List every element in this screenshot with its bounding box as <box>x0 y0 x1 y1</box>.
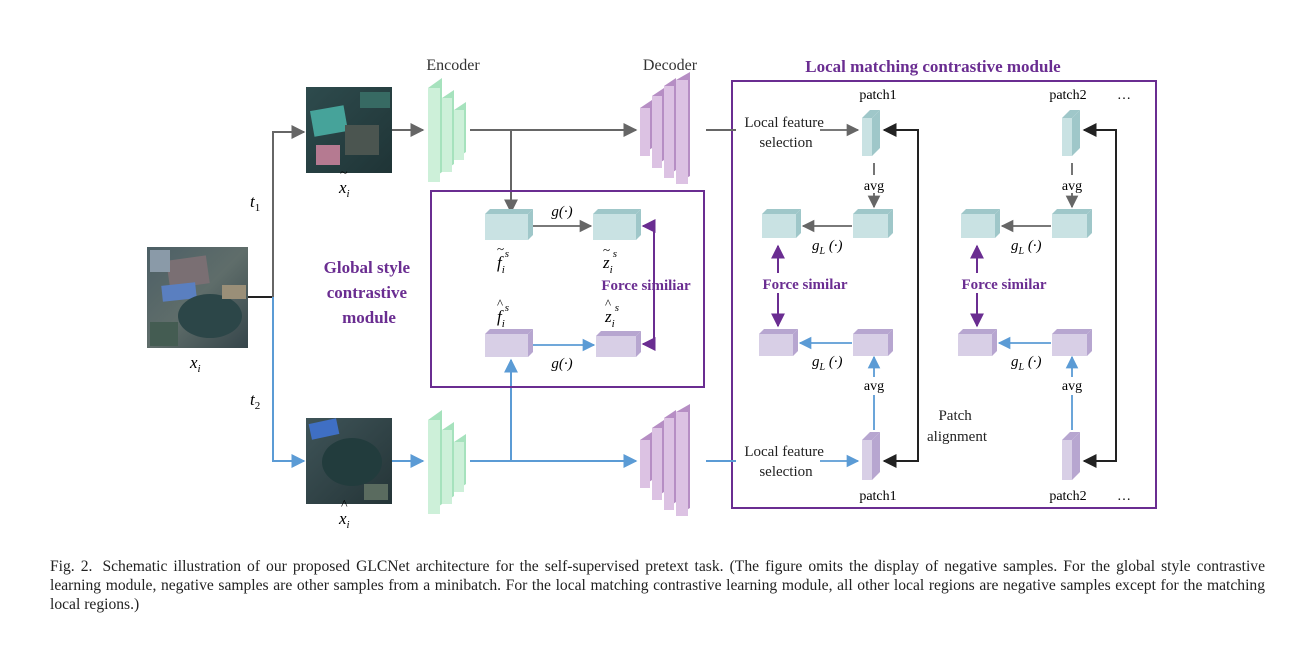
patch1-top <box>862 110 880 156</box>
local-module-title: Local matching contrastive module <box>805 57 1061 76</box>
g-label-bottom: g(·) <box>551 356 572 372</box>
x-tilde-accent: ~ <box>340 166 348 181</box>
avg-block-p1-bottom <box>853 329 893 356</box>
caption-text: Schematic illustration of our proposed G… <box>50 558 1265 613</box>
z-tilde-accent: ~ <box>603 242 610 257</box>
global-module-box <box>430 190 705 388</box>
encoder-label: Encoder <box>426 57 480 74</box>
f-hat-label: fis <box>497 302 509 330</box>
patch-alignment-label: Patch alignment <box>927 408 988 445</box>
local-feature-selection-top: Local feature selection <box>744 115 827 151</box>
avg-p1-bottom: avg <box>864 379 884 394</box>
input-branch-lines <box>248 125 306 468</box>
ellipsis-bottom: … <box>1117 489 1131 504</box>
z-tilde-label: zis <box>602 248 617 276</box>
gl-label-p1-bottom: gL (·) <box>812 354 843 373</box>
force-similar-label-p1: Force similar <box>762 277 847 293</box>
input-image <box>147 247 248 348</box>
avg-block-p1-top <box>853 209 893 238</box>
encoder-bottom <box>428 410 466 514</box>
t1-label: t1 <box>250 192 260 214</box>
patch-alignment-bracket-p1 <box>882 123 919 468</box>
z-hat-block <box>596 331 641 357</box>
z-tilde-block <box>593 209 641 240</box>
force-similar-bracket-global <box>641 219 656 351</box>
f-hat-accent: ^ <box>497 296 503 311</box>
ellipsis-top: … <box>1117 88 1131 103</box>
patch2-label-top: patch2 <box>1049 88 1086 103</box>
x-hat-accent: ^ <box>341 498 348 513</box>
encoder-top <box>428 78 466 182</box>
decoder-bottom <box>640 404 690 516</box>
gl-label-p2-top: gL (·) <box>1011 238 1042 257</box>
avg-p1-top: avg <box>864 179 884 194</box>
f-tilde-block <box>485 209 533 240</box>
patch-alignment-bracket-p2 <box>1082 123 1117 468</box>
gl-label-p1-top: gL (·) <box>812 238 843 257</box>
patch1-label-top: patch1 <box>859 88 896 103</box>
gl-label-p2-bottom: gL (·) <box>1011 354 1042 373</box>
patch1-bottom <box>862 432 880 480</box>
augmented-image-hat <box>306 418 392 504</box>
f-tilde-accent: ~ <box>497 241 504 256</box>
decoder-label: Decoder <box>643 57 698 74</box>
gl-block-p1-top <box>762 209 801 238</box>
force-similar-label-p2: Force similar <box>961 277 1046 293</box>
x-tilde-label: xi <box>338 178 350 200</box>
f-hat-block <box>485 329 533 357</box>
gl-block-p2-bottom <box>958 329 997 356</box>
x-hat-label: xi <box>338 509 350 531</box>
patch1-label-bottom: patch1 <box>859 489 896 504</box>
figure-label: Fig. 2. <box>50 558 93 575</box>
figure-caption: Fig. 2.Schematic illustration of our pro… <box>50 557 1265 614</box>
z-hat-accent: ^ <box>605 296 611 311</box>
force-similiar-label: Force similiar <box>601 278 691 294</box>
global-module-title: Global style contrastive module <box>324 258 415 327</box>
z-hat-label: zis <box>604 302 619 330</box>
avg-block-p2-bottom <box>1052 329 1092 356</box>
g-label-top: g(·) <box>551 204 572 220</box>
patch2-label-bottom: patch2 <box>1049 489 1086 504</box>
patch2-top <box>1062 110 1080 156</box>
local-feature-selection-bottom: Local feature selection <box>744 444 827 480</box>
gl-block-p1-bottom <box>759 329 798 356</box>
augmented-image-tilde <box>306 87 392 173</box>
local-module-box <box>731 80 1157 509</box>
avg-p2-top: avg <box>1062 179 1082 194</box>
t2-label: t2 <box>250 390 260 412</box>
avg-p2-bottom: avg <box>1062 379 1082 394</box>
avg-block-p2-top <box>1052 209 1092 238</box>
decoder-top <box>640 72 690 184</box>
x-i-label: xi <box>189 353 201 375</box>
f-tilde-label: fis <box>497 248 509 276</box>
patch2-bottom <box>1062 432 1080 480</box>
gl-block-p2-top <box>961 209 1000 238</box>
